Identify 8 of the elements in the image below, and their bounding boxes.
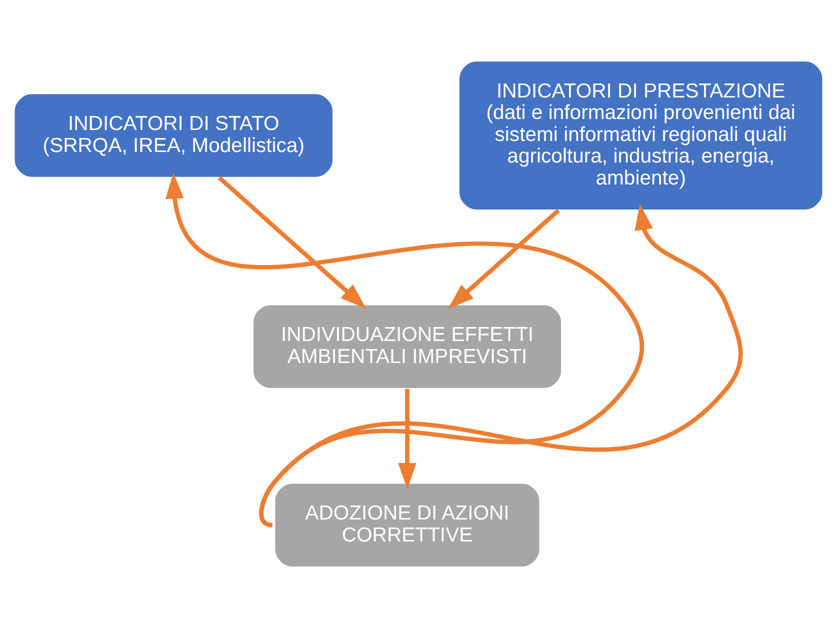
node-box: ADOZIONE DI AZIONI CORRETTIVE — [274, 482, 541, 568]
node-box: INDIVIDUAZIONE EFFETTI AMBIENTALI IMPREVISTI — [252, 304, 562, 390]
arrow — [448, 208, 560, 309]
node-box: INDICATORI DI STATO (SRRQA, IREA, Modellistica) — [13, 92, 334, 178]
arrow — [259, 204, 743, 528]
arrow — [398, 388, 416, 490]
node-box: INDICATORI DI PRESTAZIONE (dati e informazioni provenienti dai sistemi informativi regionali quali agricoltura, industria, energia, ambiente) — [458, 60, 824, 211]
arrow — [218, 176, 366, 309]
